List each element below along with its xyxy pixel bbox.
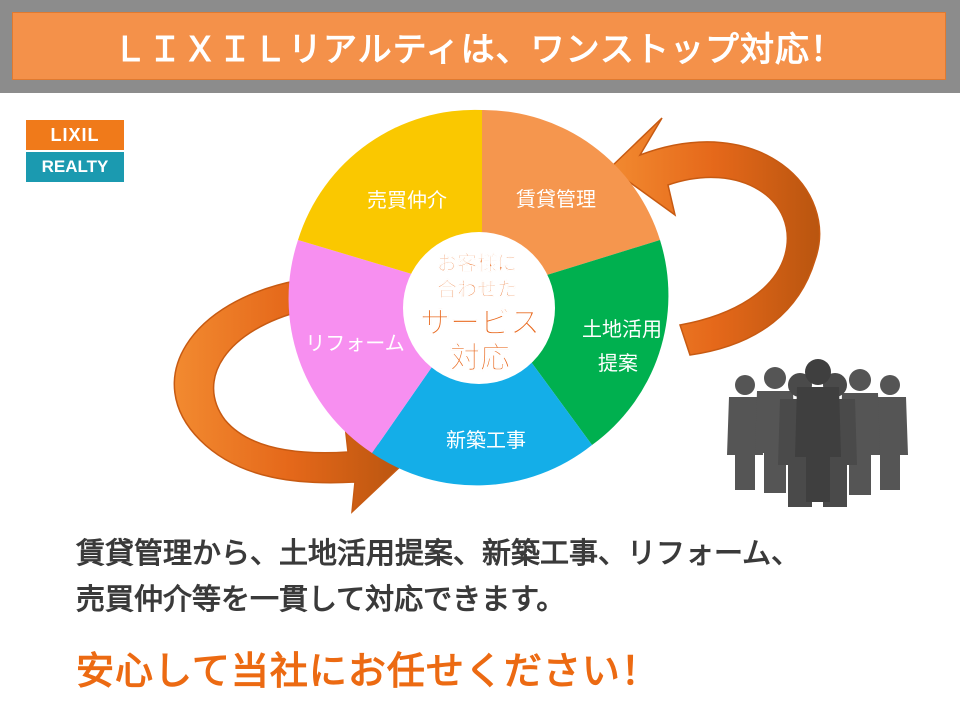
logo-lixil: LIXIL bbox=[26, 120, 124, 150]
logo-realty: REALTY bbox=[26, 152, 124, 182]
label-land-utilization: 土地活用 bbox=[582, 317, 662, 341]
label-reform: リフォーム bbox=[305, 331, 404, 355]
description-line-2: 売買仲介等を一貫して対応できます。 bbox=[76, 582, 566, 616]
description-line-1: 賃貸管理から、土地活用提案、新築工事、リフォーム、 bbox=[76, 536, 801, 570]
label-real-estate-brokerage: 売買仲介 bbox=[367, 188, 447, 212]
title-banner: ＬＩＸＩＬリアルティは、ワンストップ対応！ bbox=[12, 12, 946, 80]
cycle-arrow-left-icon bbox=[173, 279, 407, 514]
center-line-3: サービス bbox=[420, 306, 540, 341]
label-rental-management: 賃貸管理 bbox=[516, 187, 596, 211]
label-proposal: 提案 bbox=[598, 351, 638, 375]
center-circle bbox=[403, 232, 555, 384]
description: 賃貸管理から、土地活用提案、新築工事、リフォーム、 売買仲介等を一貫して対応でき… bbox=[76, 530, 936, 622]
center-line-2: 合わせた bbox=[437, 277, 517, 301]
business-people-icon bbox=[727, 359, 908, 507]
segment-new-construction bbox=[372, 295, 592, 486]
tagline: 安心して当社にお任せください！ bbox=[76, 649, 660, 693]
lixil-realty-logo: LIXIL REALTY bbox=[26, 120, 124, 182]
cycle-arrow-right-icon bbox=[608, 117, 821, 356]
page-title: ＬＩＸＩＬリアルティは、ワンストップ対応！ bbox=[113, 29, 845, 70]
center-line-4: 対応 bbox=[450, 341, 510, 376]
label-new-construction: 新築工事 bbox=[446, 428, 526, 452]
center-line-1: お客様に bbox=[437, 251, 517, 275]
